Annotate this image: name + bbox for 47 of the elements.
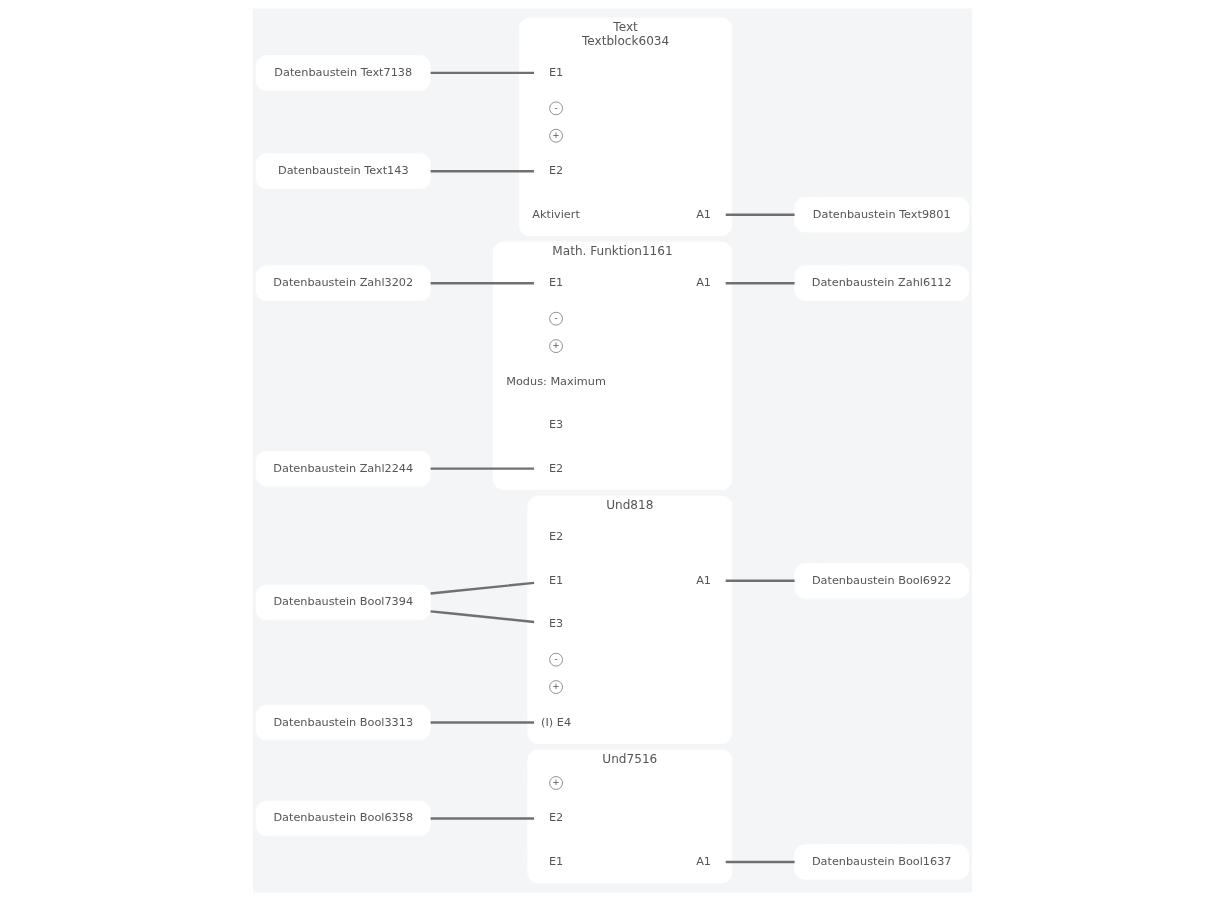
node-box: Datenbaustein Bool1637 — [794, 844, 970, 880]
connector — [430, 282, 535, 285]
connector — [430, 817, 535, 820]
node-circle: - — [549, 311, 563, 326]
node-text: A1 — [696, 276, 712, 290]
node-box: Datenbaustein Bool6358 — [255, 800, 431, 837]
node-box: Datenbaustein Text7138 — [255, 55, 431, 91]
node-text: (I) E4 — [541, 715, 572, 729]
connector — [430, 467, 535, 470]
node-text: E2 — [548, 164, 564, 178]
node-text: E1 — [548, 573, 564, 587]
connector — [430, 71, 535, 75]
node-box: Datenbaustein Bool7394 — [255, 584, 431, 621]
node-box: Datenbaustein Bool3313 — [255, 704, 431, 741]
node-text: E2 — [548, 461, 564, 475]
node-text: E3 — [548, 418, 564, 432]
connector — [430, 170, 535, 173]
connector — [430, 721, 535, 724]
node-box: Datenbaustein Bool6922 — [794, 562, 970, 599]
node-text: Modus: Maximum — [506, 374, 606, 388]
connector — [725, 282, 795, 285]
node-text: E2 — [548, 811, 564, 825]
node-box: Datenbaustein Zahl2244 — [255, 450, 431, 487]
connector — [725, 579, 795, 582]
node-box: Datenbaustein Text143 — [255, 153, 431, 189]
node-text: E1 — [548, 276, 564, 290]
node-text: A1 — [696, 854, 712, 868]
node-circle: + — [549, 680, 563, 694]
node-box: Datenbaustein Zahl3202 — [255, 265, 431, 301]
connector — [725, 213, 795, 216]
node-text: A1 — [696, 573, 712, 587]
node-text: E1 — [548, 854, 564, 868]
node-circle: - — [549, 101, 563, 116]
node-circle: - — [549, 652, 563, 667]
node-text: E3 — [548, 617, 564, 631]
node-circle: + — [549, 776, 563, 790]
connector — [430, 581, 535, 595]
node-text: Aktiviert — [532, 207, 580, 221]
node-text: E1 — [548, 65, 564, 79]
node-box: Datenbaustein Text9801 — [794, 197, 970, 233]
connector — [430, 610, 535, 624]
node-box: Datenbaustein Zahl6112 — [794, 265, 970, 301]
node-circle: + — [549, 128, 563, 143]
node-circle: + — [549, 339, 563, 353]
node-text: E2 — [548, 530, 564, 544]
node-text: A1 — [696, 207, 712, 221]
connector — [725, 860, 795, 864]
